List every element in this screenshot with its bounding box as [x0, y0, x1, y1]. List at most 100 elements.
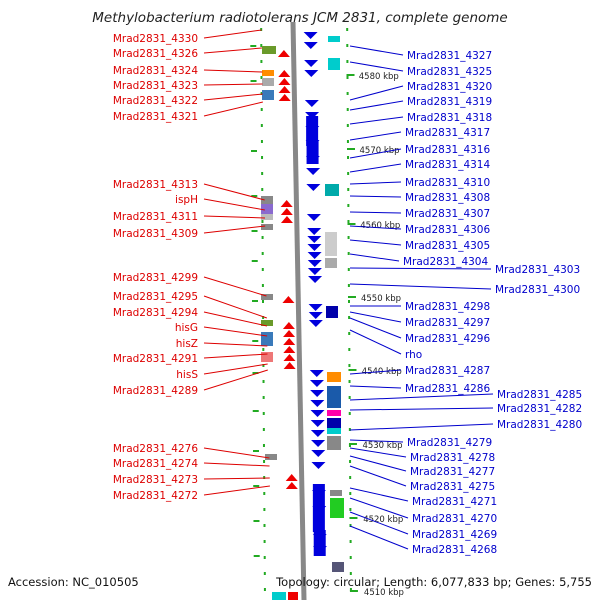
grid-tick: [253, 450, 259, 452]
scale-label: 4550 kbp: [361, 294, 401, 304]
reverse-gene-arrow: [310, 430, 325, 437]
gene-box: [330, 498, 344, 518]
reverse-gene-block: [306, 140, 319, 164]
gene-label-right: Mrad2831_4318: [407, 112, 492, 124]
gene-label-left: Mrad2831_4276: [113, 443, 198, 455]
gene-label-right: Mrad2831_4304: [403, 256, 488, 268]
gene-label-right: Mrad2831_4327: [407, 50, 492, 62]
gene-box: [327, 386, 341, 408]
scale-label: 4520 kbp: [363, 515, 403, 525]
grid-dot: [262, 380, 265, 383]
gene-box: [288, 592, 298, 600]
grid-dot: [263, 572, 266, 575]
gene-label-left: Mrad2831_4291: [113, 353, 198, 365]
grid-dot: [346, 92, 349, 95]
gene-label-right: Mrad2831_4303: [495, 264, 580, 276]
reverse-gene-arrow: [311, 440, 326, 447]
scale-label: 4560 kbp: [360, 221, 400, 231]
forward-gene-arrow: [285, 482, 298, 489]
gene-label-left: hisZ: [176, 338, 198, 350]
gene-box: [265, 454, 277, 460]
connector-line: [203, 183, 265, 201]
connector-line: [349, 317, 402, 339]
grid-dot: [349, 572, 352, 575]
gene-box: [262, 90, 274, 100]
connector-line: [349, 497, 409, 519]
gene-box: [261, 214, 273, 220]
reverse-gene-arrow: [310, 420, 325, 427]
reverse-gene-arrow: [308, 304, 323, 311]
grid-dot: [346, 108, 349, 111]
gene-box: [261, 224, 273, 230]
connector-line: [203, 326, 268, 337]
reverse-gene-arrow: [307, 244, 322, 251]
connector-line: [203, 369, 268, 391]
reverse-gene-arrow: [310, 410, 325, 417]
gene-box: [262, 78, 274, 86]
connector-line: [349, 455, 407, 472]
grid-dot: [349, 540, 352, 543]
grid-tick: [251, 150, 257, 152]
reverse-gene-arrow: [307, 236, 322, 243]
gene-box: [261, 352, 273, 362]
forward-gene-arrow: [277, 50, 290, 57]
gene-label-left: Mrad2831_4313: [113, 179, 198, 191]
connector-line: [203, 83, 263, 86]
connector-line: [203, 69, 263, 73]
grid-tick: [250, 45, 257, 47]
connector-line: [349, 253, 400, 262]
gene-box: [272, 592, 286, 600]
connector-line: [203, 353, 268, 359]
grid-dot: [347, 204, 350, 207]
connector-line: [349, 311, 402, 323]
gene-box: [327, 410, 341, 416]
reverse-gene-arrow: [307, 268, 322, 275]
grid-dot: [262, 316, 265, 319]
connector-line: [349, 239, 402, 246]
grid-dot: [263, 476, 266, 479]
scale-label: 4530 kbp: [362, 441, 402, 451]
grid-dot: [260, 44, 263, 47]
connector-line: [349, 211, 402, 214]
reverse-gene-block: [306, 116, 319, 146]
grid-dot: [347, 220, 350, 223]
connector-line: [203, 276, 267, 297]
grid-dot: [347, 188, 350, 191]
grid-dot: [348, 332, 351, 335]
gene-label-right: Mrad2831_4325: [407, 66, 492, 78]
forward-gene-arrow: [283, 338, 296, 345]
grid-tick: [253, 520, 260, 522]
grid-dot: [263, 556, 266, 559]
connector-line: [203, 462, 270, 467]
grid-dot: [346, 124, 349, 127]
connector-line: [349, 511, 409, 535]
gene-label-right: Mrad2831_4285: [497, 389, 582, 401]
gene-label-left: ispH: [175, 194, 198, 206]
grid-dot: [348, 300, 350, 303]
gene-label-right: Mrad2831_4314: [405, 159, 490, 171]
gene-box: [261, 332, 273, 346]
gene-label-left: hisG: [175, 322, 198, 334]
connector-line: [203, 215, 266, 219]
connector-line: [203, 101, 263, 117]
connector-line: [349, 85, 404, 101]
scale-tick: [346, 74, 355, 76]
grid-tick: [252, 410, 259, 412]
gene-label-right: Mrad2831_4307: [405, 208, 490, 220]
map-title: Methylobacterium radiotolerans JCM 2831,…: [92, 10, 508, 26]
reverse-gene-arrow: [308, 312, 323, 319]
connector-line: [349, 283, 492, 290]
grid-tick: [252, 300, 258, 302]
gene-label-right: Mrad2831_4277: [410, 466, 495, 478]
reverse-gene-arrow: [306, 168, 321, 175]
gene-label-right: Mrad2831_4278: [410, 452, 495, 464]
scale-label: 4570 kbp: [360, 146, 400, 156]
grid-dot: [346, 60, 349, 63]
reverse-gene-arrow: [304, 60, 319, 67]
gene-label-left: Mrad2831_4299: [113, 272, 198, 284]
grid-dot: [262, 348, 265, 351]
gene-box: [262, 70, 274, 76]
gene-label-left: Mrad2831_4294: [113, 307, 198, 319]
reverse-gene-arrow: [307, 260, 322, 267]
